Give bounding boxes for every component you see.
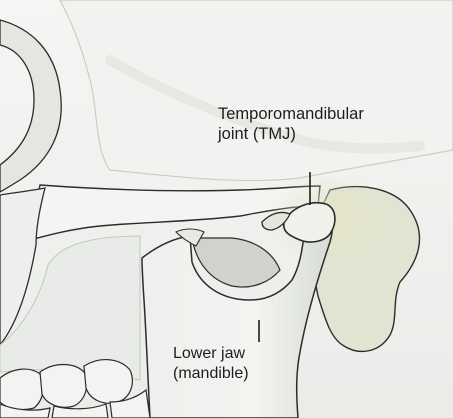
tmj-label: Temporomandibular joint (TMJ) xyxy=(218,104,364,144)
tooth xyxy=(40,365,87,408)
mandible-label: Lower jaw (mandible) xyxy=(173,344,249,384)
temporal-bone xyxy=(60,0,453,181)
tooth xyxy=(0,369,43,410)
tooth xyxy=(84,360,132,404)
